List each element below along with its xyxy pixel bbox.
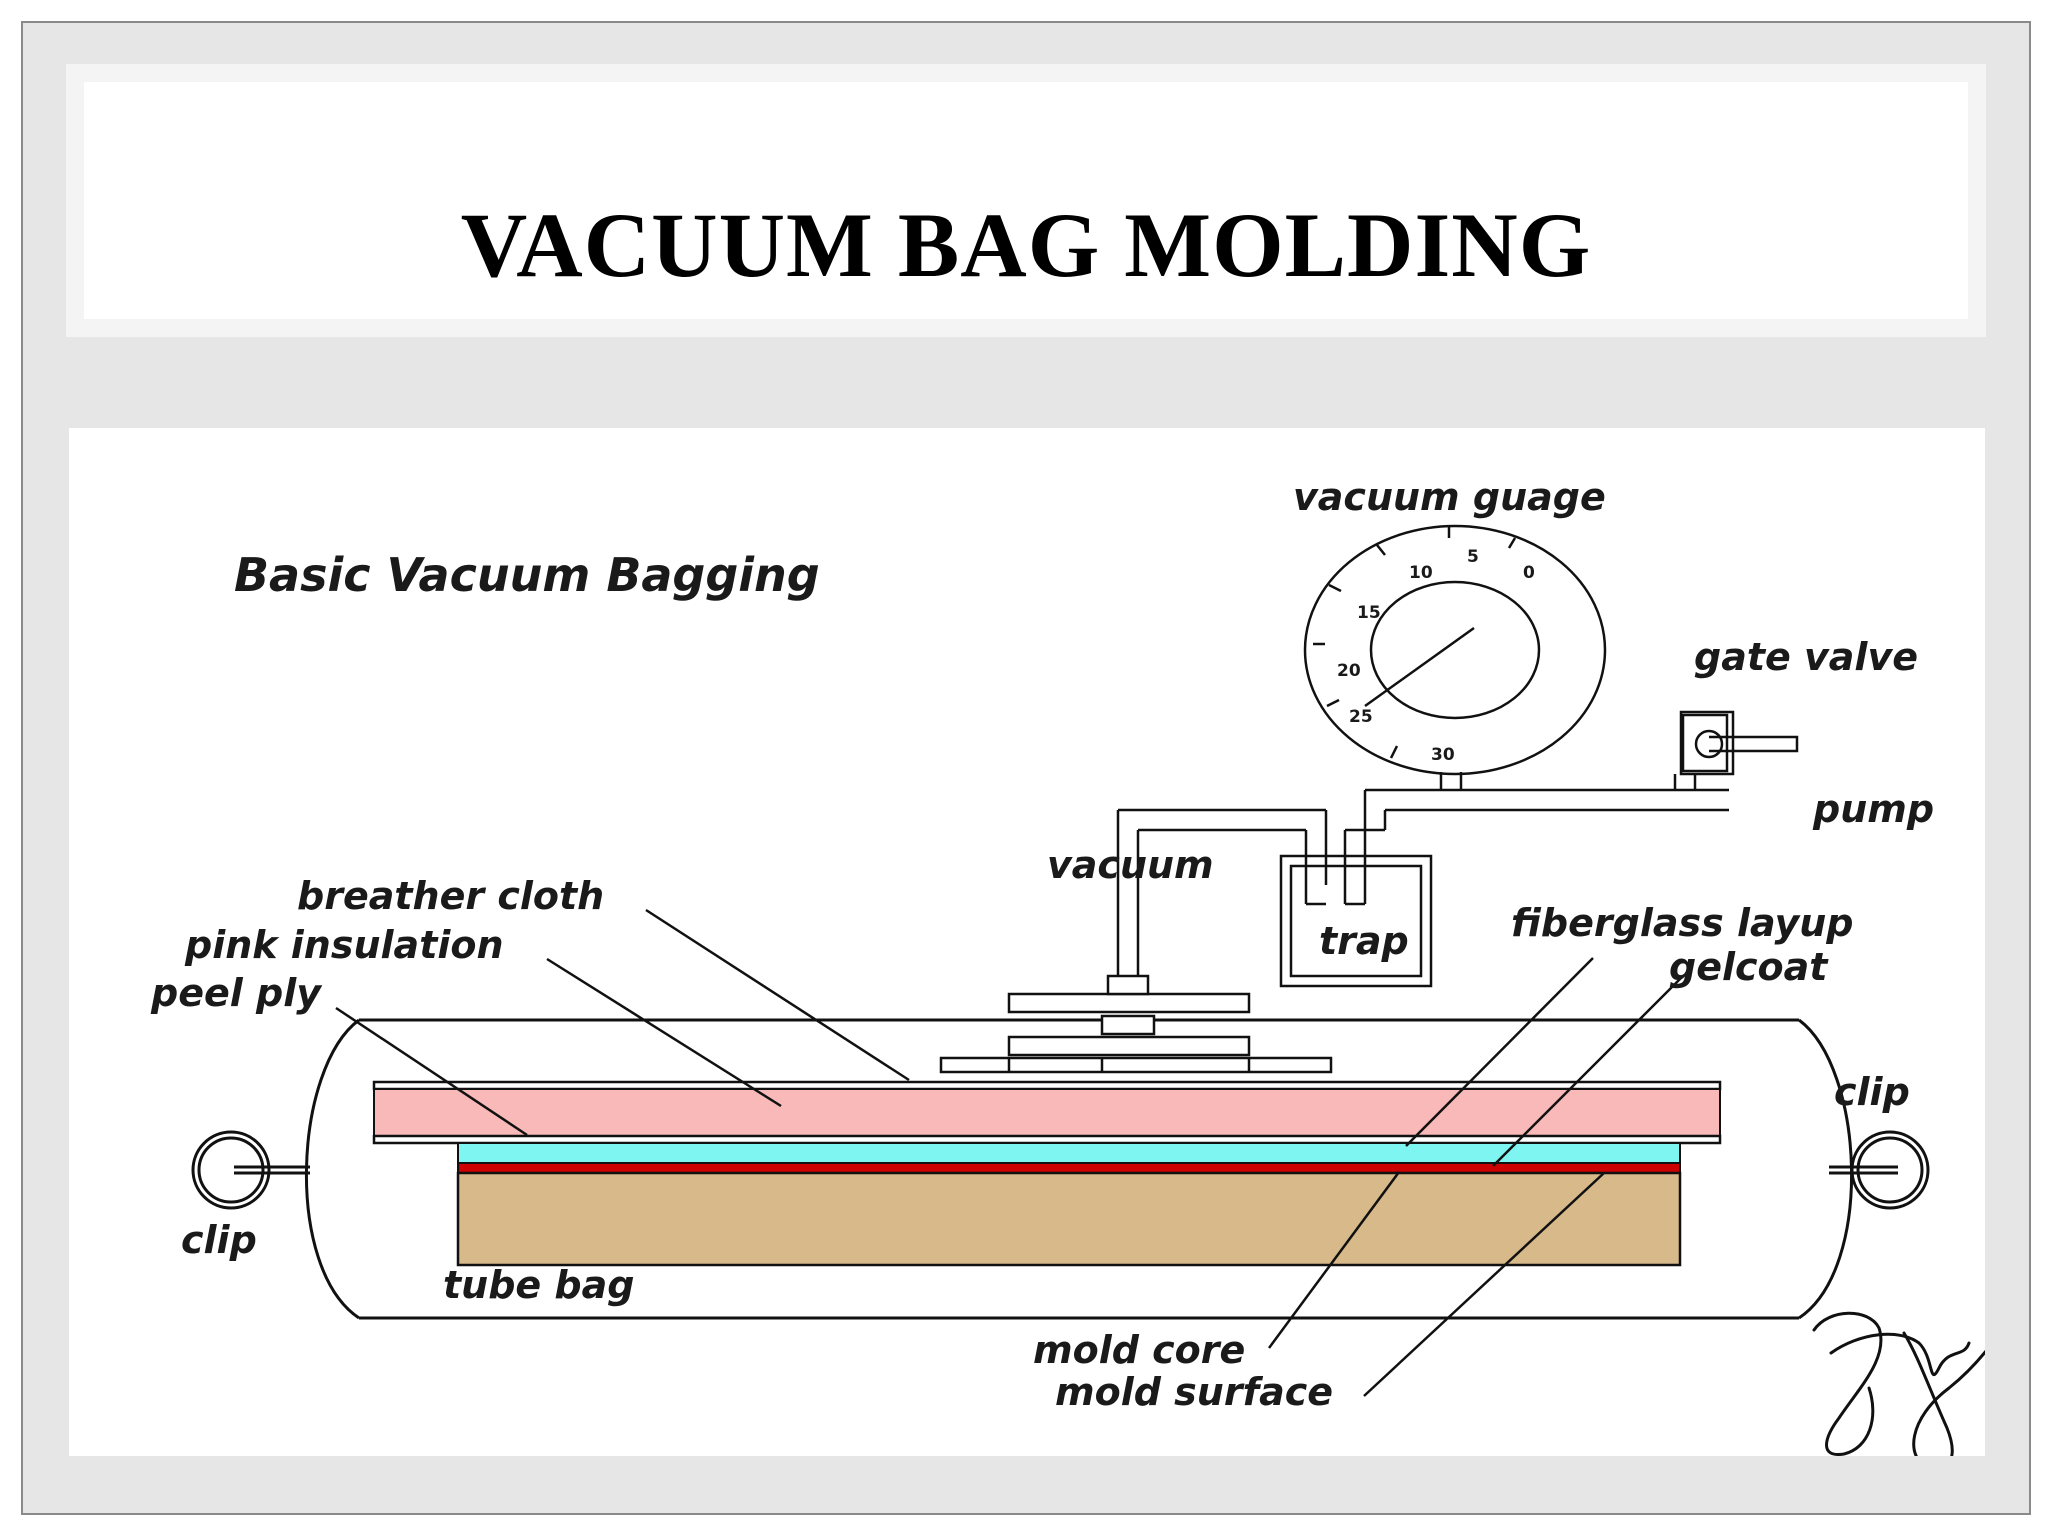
gauge-ticks: 5 0 10 15 20 25 30 xyxy=(1337,547,1535,765)
gauge-tick-20: 20 xyxy=(1337,661,1361,681)
gate-valve xyxy=(1679,710,1799,776)
label-tube-bag: tube bag xyxy=(443,1263,634,1307)
clip-left xyxy=(191,1130,310,1210)
gauge-tick-0: 0 xyxy=(1523,563,1535,583)
label-vacuum: vacuum xyxy=(1047,843,1214,887)
gauge-tick-25: 25 xyxy=(1349,707,1373,727)
vacuum-hose xyxy=(1116,808,1328,976)
clip-right xyxy=(1829,1130,1930,1210)
vacuum-gauge xyxy=(1303,524,1607,776)
pink-insulation-layer xyxy=(373,1088,1721,1137)
label-clip-left: clip xyxy=(181,1218,257,1262)
diagram-heading: Basic Vacuum Bagging xyxy=(234,548,820,602)
breather-cloth xyxy=(372,1080,1722,1091)
label-mold-surface: mold surface xyxy=(1055,1370,1333,1414)
diagram-panel: Basic Vacuum Bagging xyxy=(69,428,1985,1456)
label-gate-valve: gate valve xyxy=(1694,635,1918,679)
label-peel-ply: peel ply xyxy=(150,971,323,1015)
vacuum-fitting xyxy=(939,974,1333,1074)
slide-title: VACUUM BAG MOLDING xyxy=(460,194,1592,296)
slide: VACUUM BAG MOLDING Basic Vacuum Bagging xyxy=(21,21,2031,1515)
gauge-tick-30: 30 xyxy=(1431,745,1455,765)
fiberglass-layup-layer xyxy=(457,1142,1681,1164)
label-pink-insulation: pink insulation xyxy=(184,923,504,967)
gauge-tick-5: 5 xyxy=(1467,547,1479,567)
gauge-tick-10: 10 xyxy=(1409,563,1433,583)
gelcoat-layer xyxy=(457,1162,1681,1174)
leader-lines xyxy=(335,908,1682,1397)
signature xyxy=(1812,1311,1985,1456)
label-breather-cloth: breather cloth xyxy=(297,874,604,918)
trap xyxy=(1279,810,1433,988)
label-mold-core: mold core xyxy=(1033,1328,1245,1372)
title-panel: VACUUM BAG MOLDING xyxy=(66,64,1986,337)
label-fiberglass-layup: fiberglass layup xyxy=(1511,901,1853,945)
label-gelcoat: gelcoat xyxy=(1669,945,1829,989)
gauge-tick-15: 15 xyxy=(1357,603,1381,623)
pump-line xyxy=(1345,772,1729,832)
label-clip-right: clip xyxy=(1834,1070,1910,1114)
label-vacuum-gauge: vacuum guage xyxy=(1293,475,1606,519)
label-trap: trap xyxy=(1319,919,1409,963)
label-pump: pump xyxy=(1812,787,1934,831)
vacuum-bagging-diagram: Basic Vacuum Bagging xyxy=(150,475,1985,1456)
mold-core xyxy=(456,1171,1682,1267)
